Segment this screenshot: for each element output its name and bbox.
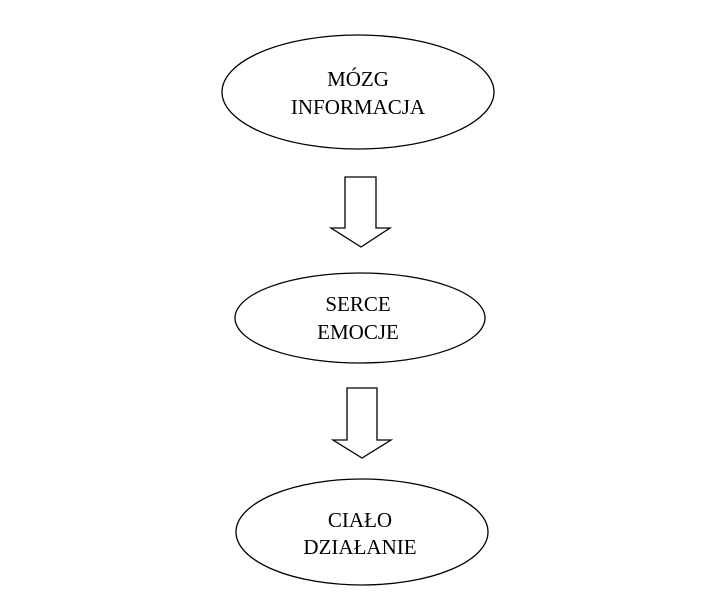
- node-body-line-2: DZIAŁANIE: [303, 535, 416, 559]
- node-body: CIAŁO DZIAŁANIE: [235, 478, 489, 586]
- node-body-line-1: CIAŁO: [328, 508, 392, 532]
- node-brain-line-2: INFORMACJA: [291, 95, 426, 119]
- node-brain: MÓZG INFORMACJA: [221, 34, 495, 150]
- node-brain-line-1: MÓZG: [327, 67, 389, 91]
- node-brain-ellipse: [221, 34, 495, 150]
- arrow-brain-to-heart: [328, 176, 393, 248]
- node-heart: SERCE EMOCJE: [234, 272, 486, 364]
- node-heart-line-2: EMOCJE: [317, 320, 399, 344]
- arrow-heart-to-body: [330, 387, 394, 459]
- node-body-ellipse: [235, 478, 489, 586]
- node-heart-line-1: SERCE: [325, 292, 390, 316]
- node-heart-ellipse: [234, 272, 486, 364]
